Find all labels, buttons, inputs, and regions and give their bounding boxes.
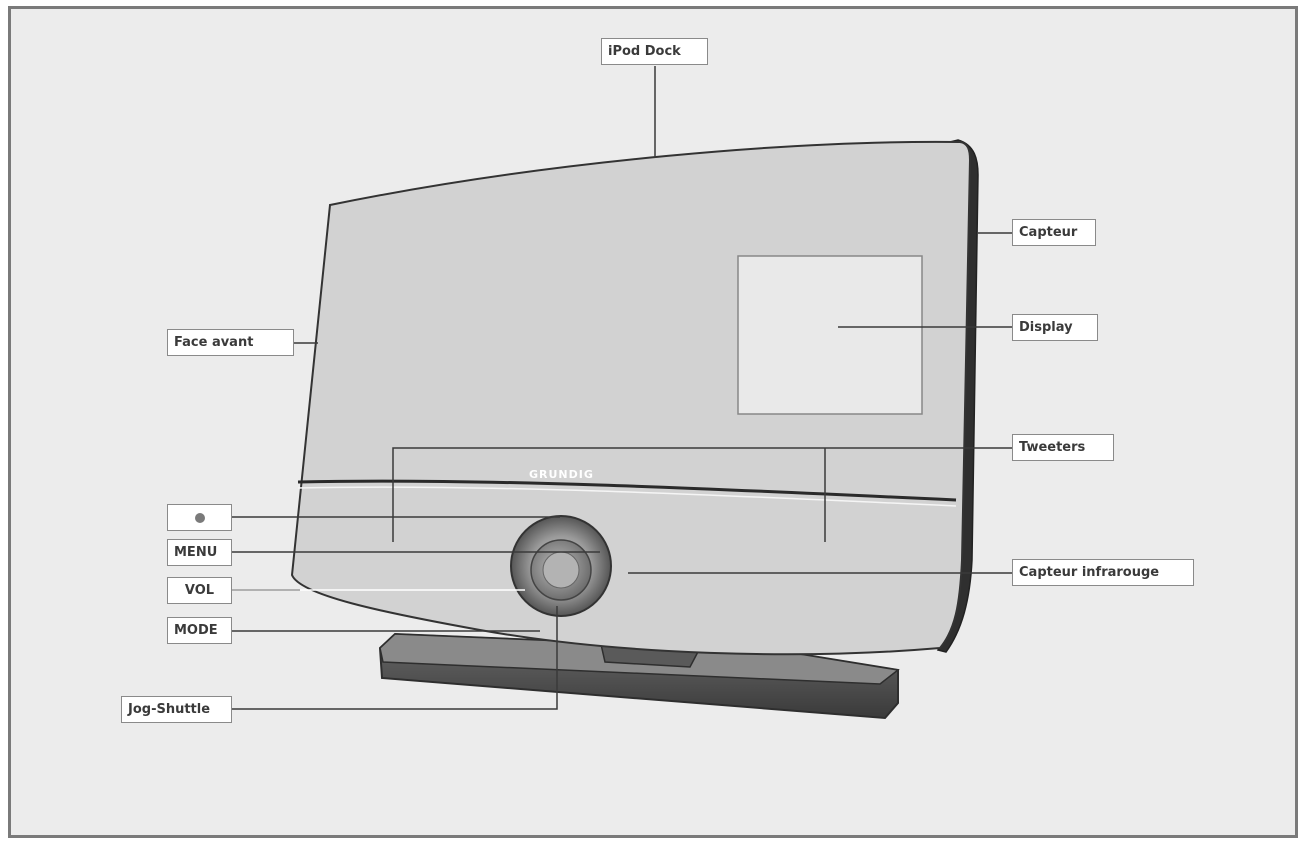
label-tweeters: Tweeters <box>1012 434 1114 461</box>
power-dot-icon <box>194 512 205 523</box>
display-window <box>737 255 923 415</box>
label-capteur-infrarouge: Capteur infrarouge <box>1012 559 1194 586</box>
label-ipod-dock: iPod Dock <box>601 38 708 65</box>
label-jog-shuttle: Jog-Shuttle <box>121 696 232 723</box>
label-display: Display <box>1012 314 1098 341</box>
label-capteur: Capteur <box>1012 219 1096 246</box>
label-face-avant: Face avant <box>167 329 294 356</box>
brand-logo: GRUNDIG <box>529 468 594 481</box>
label-menu: MENU <box>167 539 232 566</box>
label-mode: MODE <box>167 617 232 644</box>
label-vol: VOL <box>167 577 232 604</box>
label-power <box>167 504 232 531</box>
front-separator <box>297 479 957 502</box>
